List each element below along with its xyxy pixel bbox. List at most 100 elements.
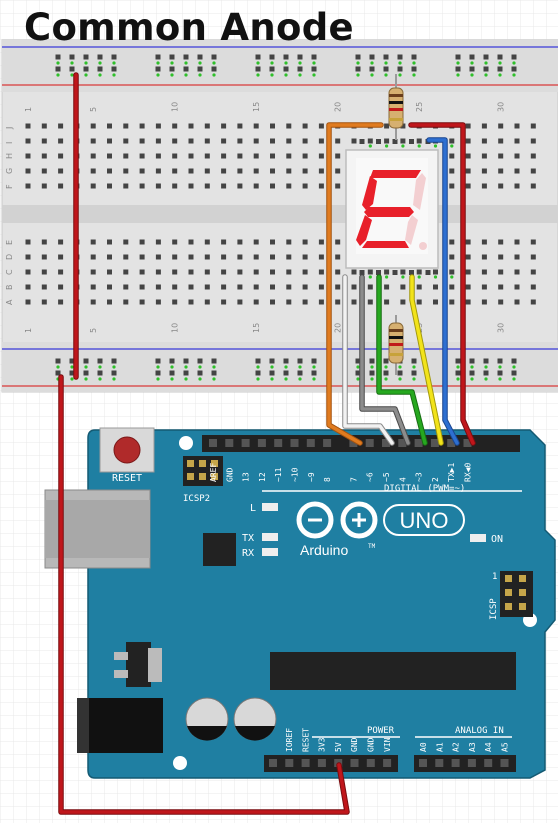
rail-hole	[155, 358, 161, 364]
breadboard-hole	[172, 153, 178, 159]
column-number: 30	[497, 323, 506, 333]
rail-hole	[155, 66, 161, 72]
breadboard-hole	[498, 299, 504, 305]
rail-hole	[255, 66, 261, 72]
rail-hole	[369, 370, 375, 376]
header-pin	[451, 759, 460, 767]
breadboard-hole	[481, 254, 487, 260]
breadboard-hole	[400, 284, 406, 290]
breadboard-hole	[155, 284, 161, 290]
breadboard-hole	[449, 153, 455, 159]
digital-label: DIGITAL (PWM=~)	[384, 484, 465, 494]
digital-pin-label: 13	[242, 472, 251, 482]
led-rx-label: RX	[242, 548, 254, 559]
icsp2-pin	[211, 473, 218, 480]
breadboard-hole	[335, 239, 341, 245]
rail-hole	[497, 370, 503, 376]
rail-hole	[455, 54, 461, 60]
display-pin	[425, 270, 431, 275]
breadboard-hole	[400, 123, 406, 129]
breadboard-hole	[465, 284, 471, 290]
uno-badge	[383, 504, 465, 536]
breadboard-hole	[188, 153, 194, 159]
digital-pin-label: ~6	[366, 472, 375, 482]
breadboard-hole	[416, 138, 422, 144]
breadboard-hole	[58, 254, 64, 260]
rail-hole	[455, 358, 461, 364]
breadboard-hole	[498, 123, 504, 129]
breadboard-hole	[172, 138, 178, 144]
breadboard-hole	[221, 239, 227, 245]
rail-hole	[455, 370, 461, 376]
rail-hole	[255, 54, 261, 60]
atmega-chip	[270, 652, 516, 690]
trademark-label: TM	[368, 543, 376, 550]
digital-pin-label: ~3	[415, 472, 424, 482]
rail-hole	[511, 54, 517, 60]
breadboard-hole	[123, 123, 129, 129]
rail-hole	[469, 66, 475, 72]
header-pin	[301, 759, 310, 767]
breadboard-hole	[286, 183, 292, 189]
rail-hole	[369, 66, 375, 72]
icsp2-pin	[199, 460, 206, 467]
rail-hole	[483, 358, 489, 364]
breadboard-hole	[172, 269, 178, 275]
breadboard-hole	[449, 299, 455, 305]
breadboard-hole	[335, 138, 341, 144]
breadboard-hole	[237, 153, 243, 159]
rail-hole	[497, 358, 503, 364]
breadboard-hole	[465, 183, 471, 189]
breadboard-hole	[90, 183, 96, 189]
breadboard-hole	[41, 138, 47, 144]
breadboard-hole	[58, 153, 64, 159]
breadboard-hole	[449, 138, 455, 144]
breadboard-hole	[270, 239, 275, 245]
breadboard-hole	[416, 299, 422, 305]
digital-pin-label: 2	[431, 477, 440, 482]
breadboard-hole	[302, 168, 308, 174]
row-letter: D	[5, 254, 14, 260]
rail-hole	[55, 358, 61, 364]
breadboard-hole	[286, 254, 292, 260]
breadboard-hole	[25, 239, 31, 245]
breadboard-hole	[221, 269, 227, 275]
breadboard-hole	[188, 239, 194, 245]
usb-chip	[203, 533, 236, 566]
reset-button-cap[interactable]	[113, 436, 141, 464]
segment-d	[362, 241, 409, 248]
rail-hole	[255, 358, 261, 364]
rail-hole	[469, 370, 475, 376]
breadboard-hole	[481, 299, 487, 305]
led-l-label: L	[250, 503, 256, 514]
analog-pin-label: A1	[435, 742, 444, 752]
breadboard-hole	[90, 138, 96, 144]
breadboard-hole	[318, 153, 324, 159]
breadboard-hole	[400, 269, 406, 275]
rail-hole	[169, 358, 175, 364]
breadboard-hole	[514, 299, 520, 305]
digital-pin-label: ~10	[291, 467, 300, 482]
segment-c	[405, 215, 418, 245]
breadboard-hole	[318, 183, 324, 189]
header-pin	[398, 439, 407, 447]
header-pin	[269, 759, 277, 767]
column-number: 20	[334, 102, 343, 112]
led-rx	[262, 548, 278, 556]
breadboard-hole	[530, 269, 536, 275]
rail-hole	[383, 358, 389, 364]
breadboard-hole	[481, 153, 487, 159]
breadboard-hole	[318, 123, 324, 129]
rail-hole	[455, 66, 461, 72]
column-number: 10	[171, 102, 180, 112]
breadboard-hole	[481, 123, 487, 129]
wire-gray	[360, 275, 410, 445]
breadboard-hole	[139, 284, 145, 290]
display-pin	[359, 270, 365, 275]
breadboard-hole	[384, 284, 390, 290]
rail-hole	[469, 54, 475, 60]
display-pin	[392, 139, 398, 144]
rail-hole	[511, 370, 517, 376]
breadboard-hole	[139, 138, 145, 144]
